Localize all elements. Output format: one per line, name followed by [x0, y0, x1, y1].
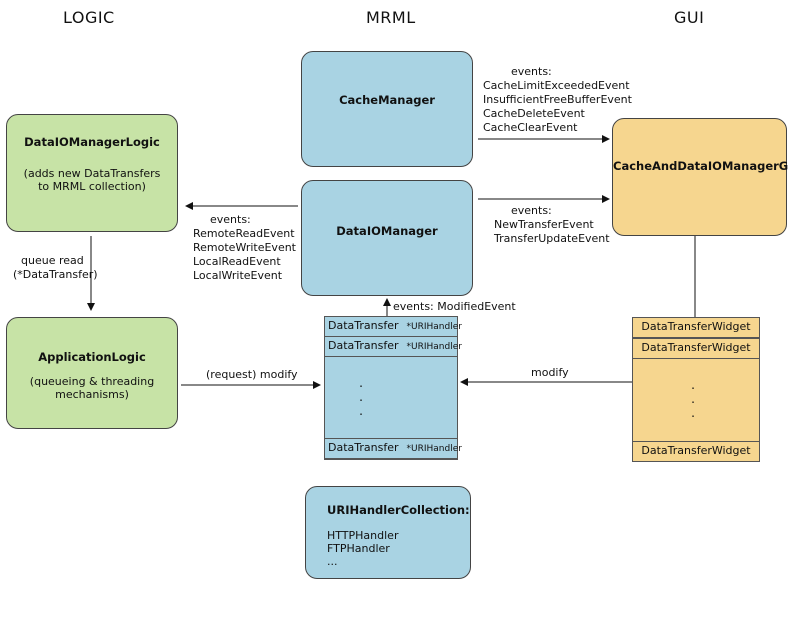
- logic-events-label: events:: [210, 213, 251, 226]
- dataio-logic-box: DataIOManagerLogic (adds new DataTransfe…: [6, 114, 178, 232]
- cache-event-4: CacheClearEvent: [483, 121, 578, 134]
- transfer-event-1: NewTransferEvent: [494, 218, 594, 231]
- widget-row: DataTransferWidget: [632, 441, 760, 462]
- gui-box-title: CacheAndDataIOManagerGUI: [613, 159, 789, 173]
- logic-event-3: LocalReadEvent: [193, 255, 281, 268]
- cache-manager-title: CacheManager: [339, 93, 435, 107]
- data-transfer-label: DataTransfer: [328, 339, 399, 352]
- data-transfer-label: DataTransfer: [328, 441, 399, 454]
- uri-handler-label: *URIHandler: [406, 342, 462, 352]
- gui-box: CacheAndDataIOManagerGUI: [612, 118, 789, 236]
- cache-event-3: CacheDeleteEvent: [483, 107, 585, 120]
- uri-handler-collection-box: URIHandlerCollection: HTTPHandler FTPHan…: [305, 486, 471, 579]
- data-transfer-label: DataTransfer: [328, 319, 399, 332]
- ellipsis-dot: .: [691, 378, 695, 392]
- gui-column-title: GUI: [674, 8, 705, 27]
- queue-read-type: (*DataTransfer): [13, 268, 98, 281]
- cache-manager-box: CacheManager: [301, 51, 473, 167]
- ellipsis-dot: .: [691, 406, 695, 420]
- uri-collection-title: URIHandlerCollection:: [327, 503, 470, 517]
- ellipsis-dot: .: [359, 376, 363, 390]
- transfer-events-label: events:: [511, 204, 552, 217]
- data-transfer-ellipsis: . . .: [355, 376, 367, 418]
- dataio-manager-title: DataIOManager: [336, 224, 438, 238]
- modify-label: modify: [531, 366, 569, 379]
- dataio-logic-title: DataIOManagerLogic: [24, 135, 160, 149]
- widget-row: DataTransferWidget: [632, 338, 760, 359]
- dataio-logic-sub-1: (adds new DataTransfers: [23, 167, 161, 180]
- dataio-manager-box: DataIOManager: [301, 180, 473, 296]
- queue-read-label: queue read: [21, 254, 84, 267]
- data-transfer-row: DataTransfer *URIHandler: [324, 316, 462, 337]
- logic-event-2: RemoteWriteEvent: [193, 241, 296, 254]
- ellipsis-dot: .: [359, 404, 363, 418]
- ellipsis-dot: .: [691, 392, 695, 406]
- logic-event-4: LocalWriteEvent: [193, 269, 283, 282]
- uri-handler-http: HTTPHandler: [327, 529, 399, 542]
- application-logic-sub-2: mechanisms): [55, 388, 129, 401]
- widget-label: DataTransferWidget: [641, 444, 751, 457]
- ellipsis-dot: .: [359, 390, 363, 404]
- uri-handler-label: *URIHandler: [406, 322, 462, 332]
- modified-event-label: events: ModifiedEvent: [393, 300, 516, 313]
- uri-handler-label: *URIHandler: [406, 444, 462, 454]
- application-logic-title: ApplicationLogic: [38, 350, 146, 364]
- cache-events-label: events:: [511, 65, 552, 78]
- data-transfer-row: DataTransfer *URIHandler: [324, 336, 462, 357]
- data-transfer-row: DataTransfer *URIHandler: [324, 438, 462, 459]
- uri-handler-more: ...: [327, 555, 338, 568]
- widget-ellipsis: . . .: [687, 378, 699, 420]
- cache-event-1: CacheLimitExceededEvent: [483, 79, 630, 92]
- logic-column-title: LOGIC: [63, 8, 115, 27]
- widget-row: DataTransferWidget: [632, 317, 760, 338]
- application-logic-sub-1: (queueing & threading: [29, 375, 155, 388]
- widget-label: DataTransferWidget: [641, 320, 751, 333]
- transfer-event-2: TransferUpdateEvent: [494, 232, 610, 245]
- logic-event-1: RemoteReadEvent: [193, 227, 295, 240]
- uri-handler-ftp: FTPHandler: [327, 542, 390, 555]
- dataio-logic-sub-2: to MRML collection): [38, 180, 146, 193]
- widget-label: DataTransferWidget: [641, 341, 751, 354]
- request-modify-label: (request) modify: [206, 368, 298, 381]
- cache-event-2: InsufficientFreeBufferEvent: [483, 93, 632, 106]
- application-logic-box: ApplicationLogic (queueing & threading m…: [6, 317, 178, 429]
- mrml-column-title: MRML: [366, 8, 416, 27]
